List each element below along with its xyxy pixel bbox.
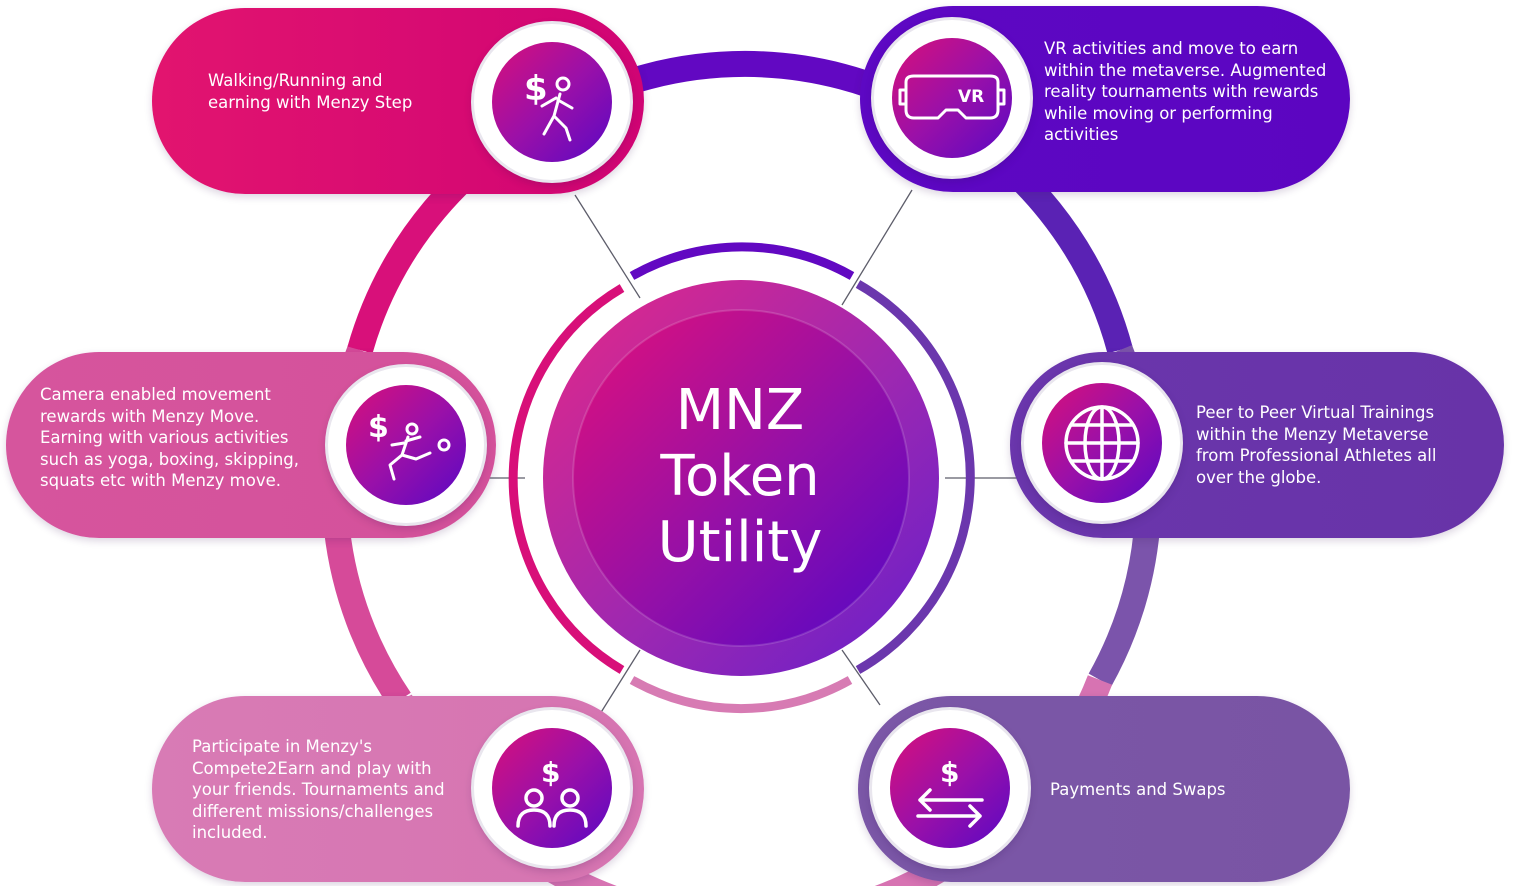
card-walking-running-icon-disc: $ xyxy=(474,24,630,180)
friends-dollar-icon: $ xyxy=(516,756,588,828)
center-title-line2: Token xyxy=(660,444,820,509)
inner-ring-left xyxy=(508,284,625,674)
center-title: MNZ Token Utility xyxy=(560,378,920,576)
kicking-player-dollar-icon: $ xyxy=(368,410,451,481)
card-payments-swaps-icon-disc: $ xyxy=(872,710,1028,866)
card-virtual-trainings-icon-disc xyxy=(1024,365,1180,521)
inner-ring xyxy=(508,242,975,714)
spoke-top-right xyxy=(841,189,913,306)
dollar-glyph: $ xyxy=(940,756,959,789)
card-vr-activities-text: VR activities and move to earn within th… xyxy=(1044,39,1327,144)
globe-icon xyxy=(1064,405,1140,481)
vr-label: VR xyxy=(958,87,984,107)
card-compete2earn-icon-disc: $ xyxy=(474,710,630,866)
card-compete2earn-text: Participate in Menzy's Compete2Earn and … xyxy=(192,737,445,842)
vr-headset-icon: VR xyxy=(898,74,1006,120)
dollar-glyph: $ xyxy=(368,410,389,445)
card-camera-movement-icon-disc: $ xyxy=(328,367,484,523)
dollar-glyph: $ xyxy=(524,69,548,109)
card-virtual-trainings-text: Peer to Peer Virtual Trainings within th… xyxy=(1196,403,1437,487)
dollar-glyph: $ xyxy=(541,756,560,789)
inner-ring-right xyxy=(855,280,975,674)
inner-ring-top xyxy=(629,242,855,280)
swap-dollar-icon: $ xyxy=(916,756,984,828)
card-camera-movement-text: Camera enabled movement rewards with Men… xyxy=(40,385,299,490)
spoke-top-left xyxy=(574,194,641,299)
spoke-bottom-right xyxy=(841,649,881,706)
spoke-bottom-left xyxy=(599,649,641,715)
center-title-line1: MNZ xyxy=(675,378,805,443)
card-walking-running-text: Walking/Running and earning with Menzy S… xyxy=(208,71,413,112)
card-vr-activities-icon-disc: VR xyxy=(874,20,1030,176)
walking-dollar-icon: $ xyxy=(524,69,574,142)
inner-ring-bottom xyxy=(629,676,853,714)
center-circle xyxy=(572,309,910,647)
card-payments-swaps-text: Payments and Swaps xyxy=(1050,780,1226,799)
center-title-line3: Utility xyxy=(657,510,823,575)
